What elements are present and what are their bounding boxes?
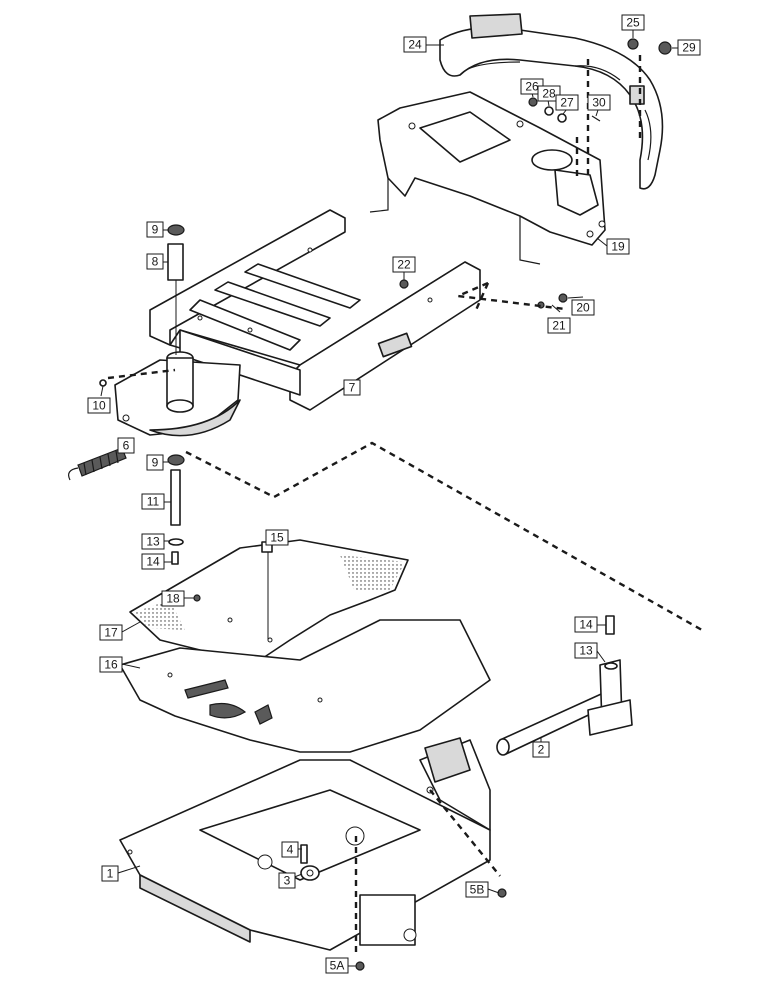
svg-text:9: 9 — [152, 223, 159, 237]
callout-28: 28 — [537, 85, 561, 102]
svg-text:8: 8 — [152, 255, 159, 269]
svg-text:4: 4 — [287, 843, 294, 857]
svg-text:18: 18 — [166, 592, 180, 606]
svg-text:19: 19 — [611, 240, 625, 254]
callout-29: 29 — [677, 39, 701, 56]
callout-4: 4 — [281, 841, 299, 858]
svg-text:30: 30 — [592, 96, 606, 110]
main-lower-frame — [119, 737, 491, 951]
svg-text:14: 14 — [579, 618, 593, 632]
svg-text:27: 27 — [560, 96, 574, 110]
callout-5a: 5A — [325, 957, 349, 974]
svg-text:21: 21 — [552, 319, 566, 333]
callout-21: 21 — [547, 317, 571, 334]
rear-fender-bumper — [439, 13, 664, 190]
svg-text:5B: 5B — [470, 883, 485, 897]
svg-text:11: 11 — [147, 495, 160, 509]
callout-18: 18 — [161, 590, 185, 607]
callout-labels: 1 2 3 4 5A 5B 6 7 — [87, 14, 701, 974]
callout-5b: 5B — [465, 881, 489, 898]
svg-text:16: 16 — [104, 658, 118, 672]
svg-text:29: 29 — [682, 41, 696, 55]
svg-text:26: 26 — [525, 80, 539, 94]
svg-text:14: 14 — [146, 555, 160, 569]
callout-27: 27 — [555, 94, 579, 111]
svg-text:6: 6 — [123, 439, 130, 453]
callout-9-lower: 9 — [146, 454, 164, 471]
callout-11: 11 — [141, 493, 165, 510]
svg-text:10: 10 — [92, 399, 106, 413]
callout-10: 10 — [87, 397, 111, 414]
rear-bracket-plate — [369, 91, 606, 265]
deck-plate — [119, 619, 491, 753]
svg-text:2: 2 — [538, 743, 545, 757]
callout-16: 16 — [99, 656, 123, 673]
callout-8: 8 — [146, 253, 164, 270]
svg-text:24: 24 — [408, 38, 422, 52]
callout-leaders — [100, 30, 678, 967]
svg-text:1: 1 — [107, 867, 114, 881]
callout-1: 1 — [101, 865, 119, 882]
svg-text:5A: 5A — [330, 959, 345, 973]
spindle-stack — [167, 224, 185, 565]
callout-7: 7 — [343, 379, 361, 396]
callout-24: 24 — [403, 36, 427, 53]
callout-6: 6 — [117, 437, 135, 454]
callout-25: 25 — [621, 14, 645, 31]
callout-13-right: 13 — [574, 642, 598, 659]
callout-20: 20 — [571, 299, 595, 316]
floor-pan — [129, 539, 409, 661]
assembly-guide-lines — [107, 55, 703, 955]
callout-17: 17 — [99, 624, 123, 641]
svg-text:15: 15 — [270, 531, 284, 545]
callout-13-left: 13 — [141, 533, 165, 550]
extension-spring — [68, 439, 133, 481]
caster-pivot-plate — [114, 351, 241, 437]
upper-frame — [149, 209, 481, 411]
svg-text:9: 9 — [152, 456, 159, 470]
callout-3: 3 — [278, 872, 296, 889]
svg-text:17: 17 — [104, 626, 118, 640]
svg-text:25: 25 — [626, 16, 640, 30]
svg-text:22: 22 — [397, 258, 411, 272]
callout-2: 2 — [532, 741, 550, 758]
callout-14-left: 14 — [141, 553, 165, 570]
svg-text:13: 13 — [579, 644, 593, 658]
callout-15: 15 — [265, 529, 289, 546]
callout-22: 22 — [392, 256, 416, 273]
callout-14-right: 14 — [574, 616, 598, 633]
callout-9-upper: 9 — [146, 221, 164, 238]
callout-19: 19 — [606, 238, 630, 255]
svg-text:13: 13 — [146, 535, 160, 549]
svg-text:7: 7 — [349, 381, 356, 395]
svg-text:28: 28 — [542, 87, 556, 101]
bushings — [300, 844, 320, 881]
axle-and-bracket — [496, 615, 633, 756]
callout-30: 30 — [587, 94, 611, 111]
svg-text:3: 3 — [284, 874, 291, 888]
svg-text:20: 20 — [576, 301, 590, 315]
